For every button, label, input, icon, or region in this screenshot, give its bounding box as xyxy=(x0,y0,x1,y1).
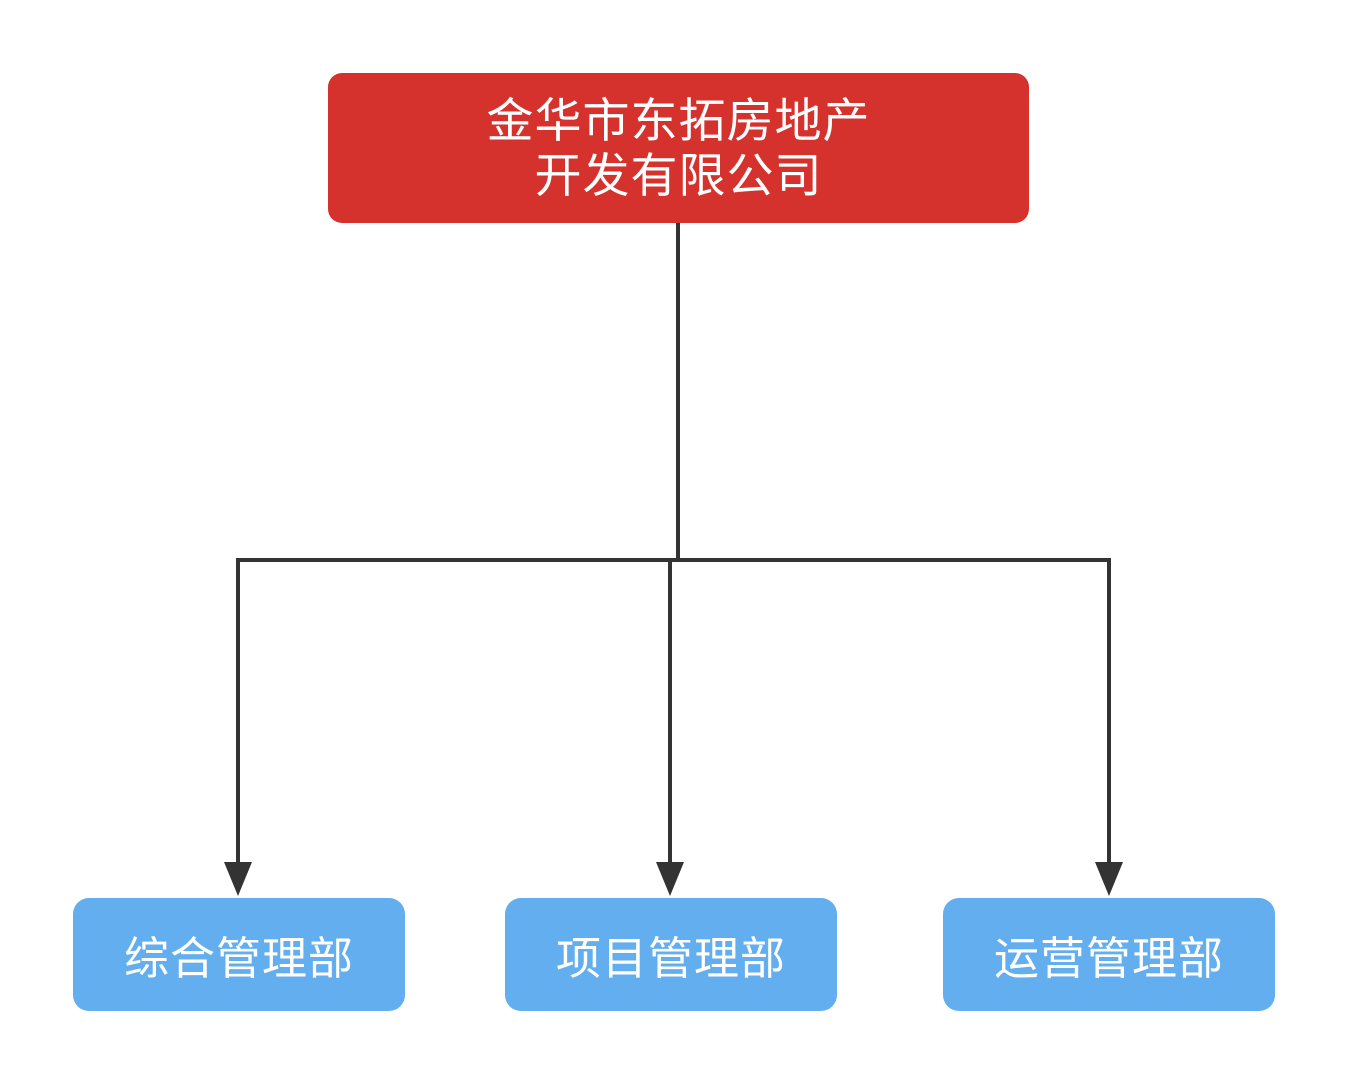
dept-label-project-management: 项目管理部 xyxy=(555,933,786,984)
company-name-line1: 金华市东拓房地产 xyxy=(486,93,871,147)
node-dept-general-management[interactable]: 综合管理部 xyxy=(73,898,405,1011)
arrowhead-right xyxy=(1095,862,1123,896)
node-company-root[interactable]: 金华市东拓房地产 开发有限公司 xyxy=(328,73,1029,223)
dept-label-operations-management: 运营管理部 xyxy=(993,933,1224,984)
node-dept-operations-management[interactable]: 运营管理部 xyxy=(943,898,1275,1011)
company-name-line2: 开发有限公司 xyxy=(534,149,823,202)
dept-label-general-management: 综合管理部 xyxy=(123,933,354,984)
arrowhead-left xyxy=(224,862,252,896)
node-dept-project-management[interactable]: 项目管理部 xyxy=(505,898,837,1011)
arrowhead-middle xyxy=(656,862,684,896)
